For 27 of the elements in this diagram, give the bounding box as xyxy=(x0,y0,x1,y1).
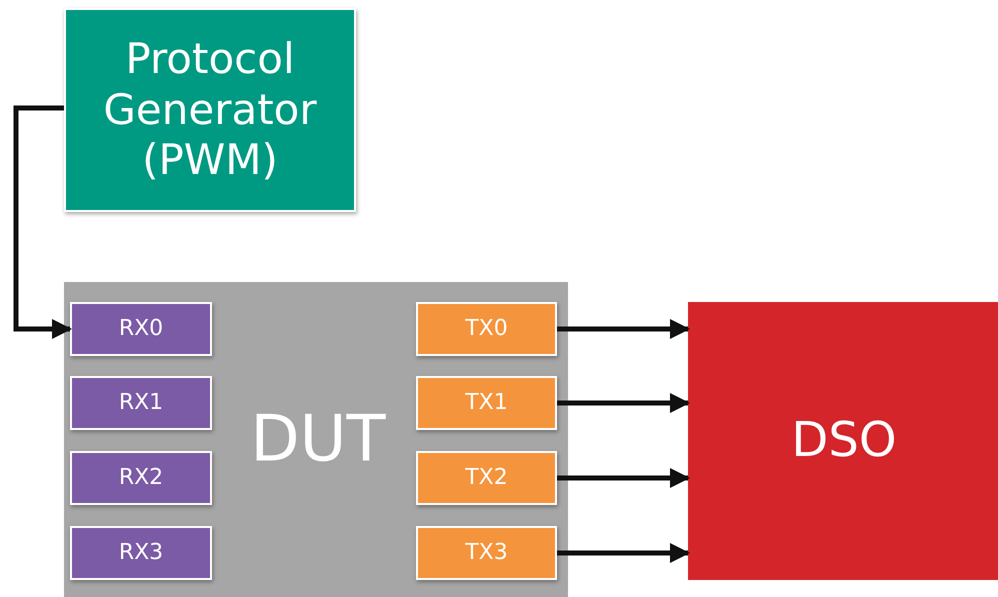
arrow xyxy=(557,319,690,339)
node-label: RX2 xyxy=(118,464,164,492)
node-label: RX0 xyxy=(118,316,164,342)
port-box xyxy=(70,302,212,356)
node-label: TX3 xyxy=(464,540,509,566)
port-box xyxy=(70,526,212,580)
arrow xyxy=(557,393,690,413)
node-label: Protocol Generator (PWM) xyxy=(102,34,318,186)
port-box xyxy=(416,376,557,430)
process-box xyxy=(64,8,356,212)
node-label: DUT xyxy=(249,402,387,478)
node-label: TX2 xyxy=(464,464,509,492)
device-block xyxy=(64,282,568,597)
node-label: DSO xyxy=(790,412,898,470)
port-box xyxy=(416,526,557,580)
arrow xyxy=(557,543,690,563)
port-box xyxy=(70,451,212,505)
port-box xyxy=(70,376,212,430)
arrow xyxy=(557,468,690,488)
node-label: RX1 xyxy=(118,390,164,416)
port-box xyxy=(416,302,557,356)
arrow xyxy=(14,106,72,339)
node-label: TX1 xyxy=(464,390,509,416)
node-label: TX0 xyxy=(464,316,509,342)
port-box xyxy=(416,451,557,505)
instrument-box xyxy=(688,302,998,580)
node-label: RX3 xyxy=(118,540,164,566)
